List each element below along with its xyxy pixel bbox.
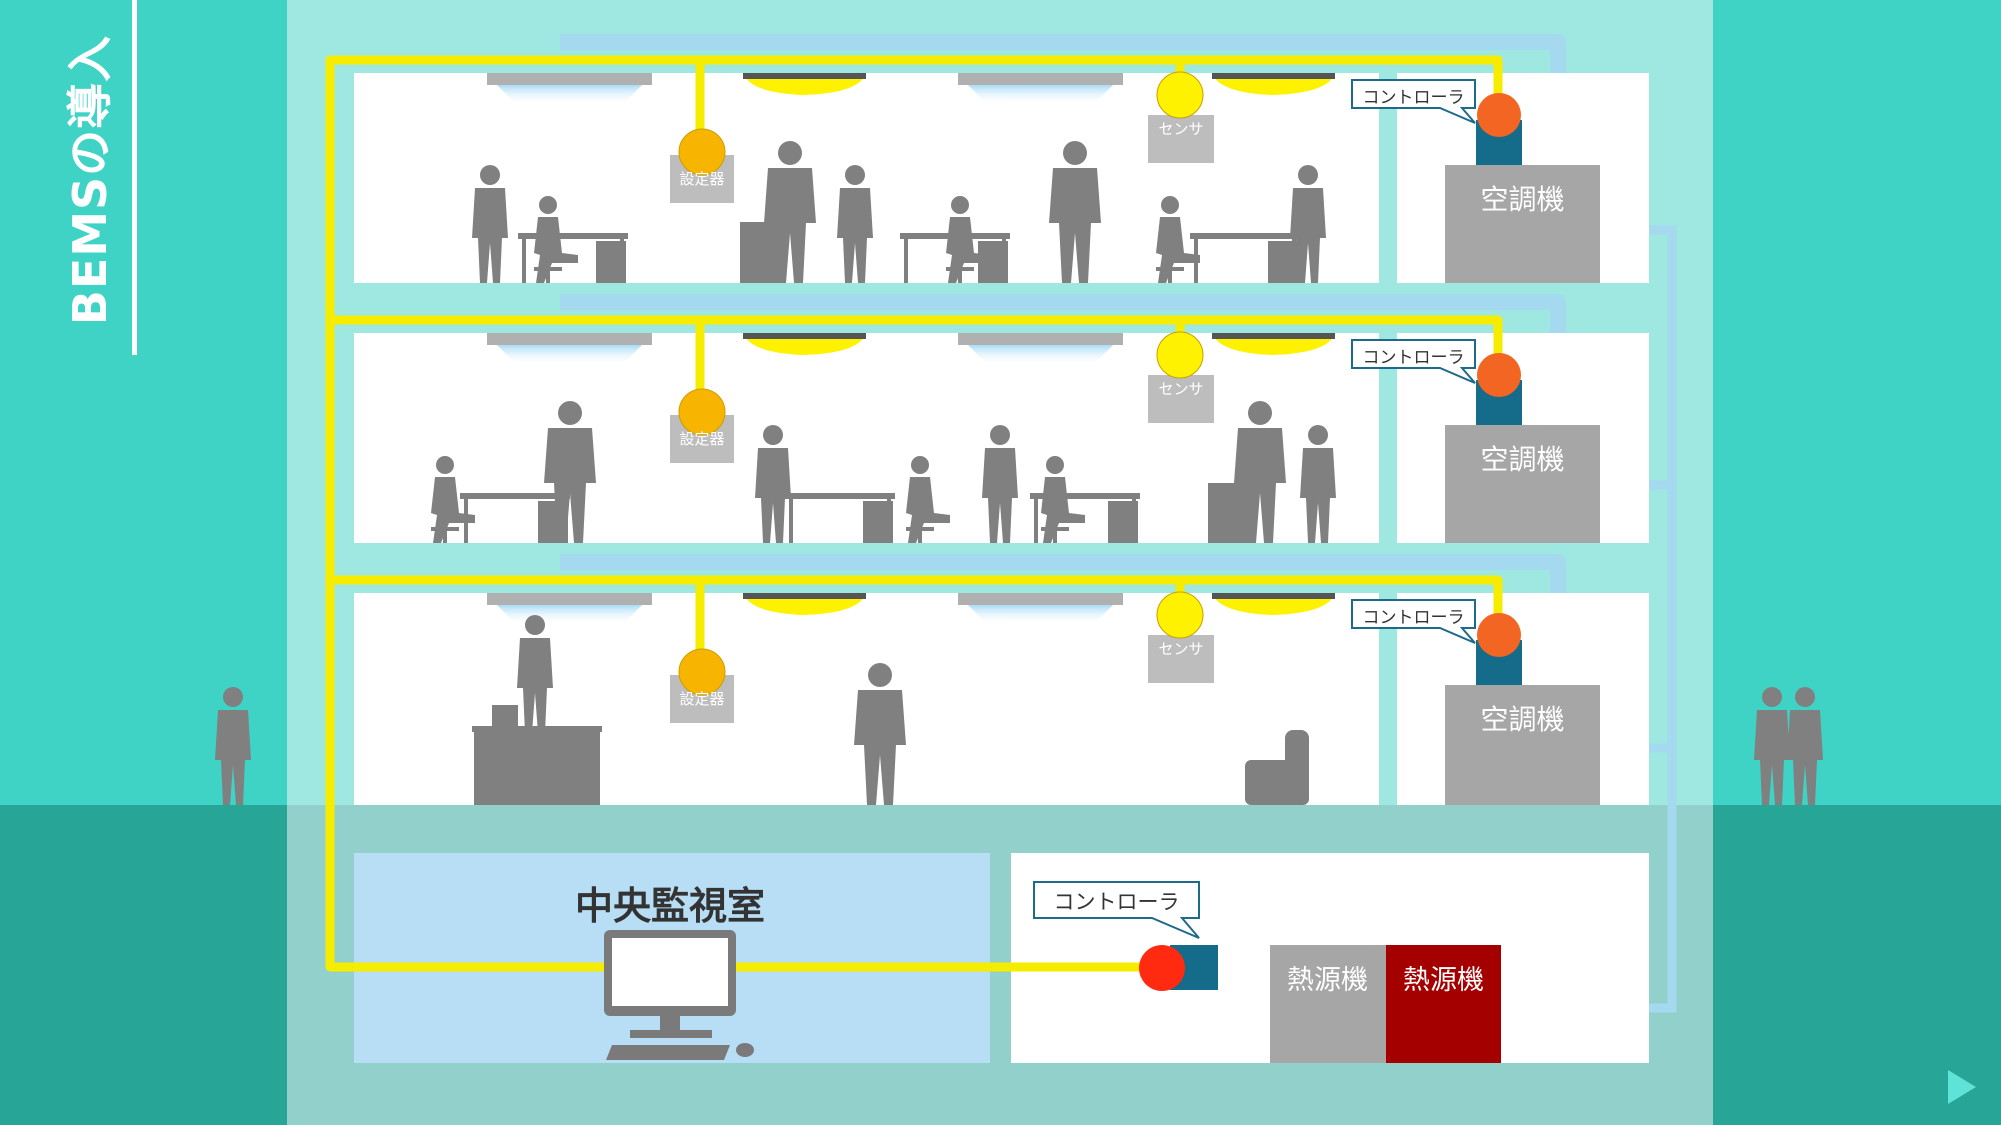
monitor-icon — [604, 930, 754, 1060]
sensor-label-floor-3: センサ — [1158, 120, 1204, 138]
setter-label-floor-3: 設定器 — [679, 170, 725, 188]
slide-title: BEMSの導入 — [63, 34, 117, 326]
central-monitoring-room-label: 中央監視室 — [574, 884, 765, 928]
title-divider — [132, 0, 137, 355]
controller-label-floor-3: コントローラ — [1362, 88, 1465, 108]
controller-label-floor-2: コントローラ — [1362, 348, 1465, 368]
controller-label-floor-1: コントローラ — [1362, 608, 1465, 628]
sensor-label-floor-2: センサ — [1158, 380, 1204, 398]
setter-label-floor-1: 設定器 — [679, 690, 725, 708]
heat-source-label-2: 熱源機 — [1403, 965, 1484, 996]
sensor-label-floor-1: センサ — [1158, 640, 1204, 658]
ac-label-floor-1: 空調機 — [1480, 703, 1565, 736]
ac-label-floor-3: 空調機 — [1480, 183, 1565, 216]
play-next-icon[interactable] — [1948, 1070, 1976, 1104]
person-silhouette-icon — [472, 615, 1309, 805]
slide-title-block: BEMSの導入 — [40, 0, 140, 360]
ac-label-floor-2: 空調機 — [1480, 443, 1565, 476]
setter-label-floor-2: 設定器 — [679, 430, 725, 448]
person-silhouette-icon — [431, 401, 1336, 543]
heat-source-label-1: 熱源機 — [1287, 965, 1368, 996]
controller-label-basement: コントローラ — [1053, 890, 1180, 914]
person-silhouette-icon — [472, 141, 1326, 283]
